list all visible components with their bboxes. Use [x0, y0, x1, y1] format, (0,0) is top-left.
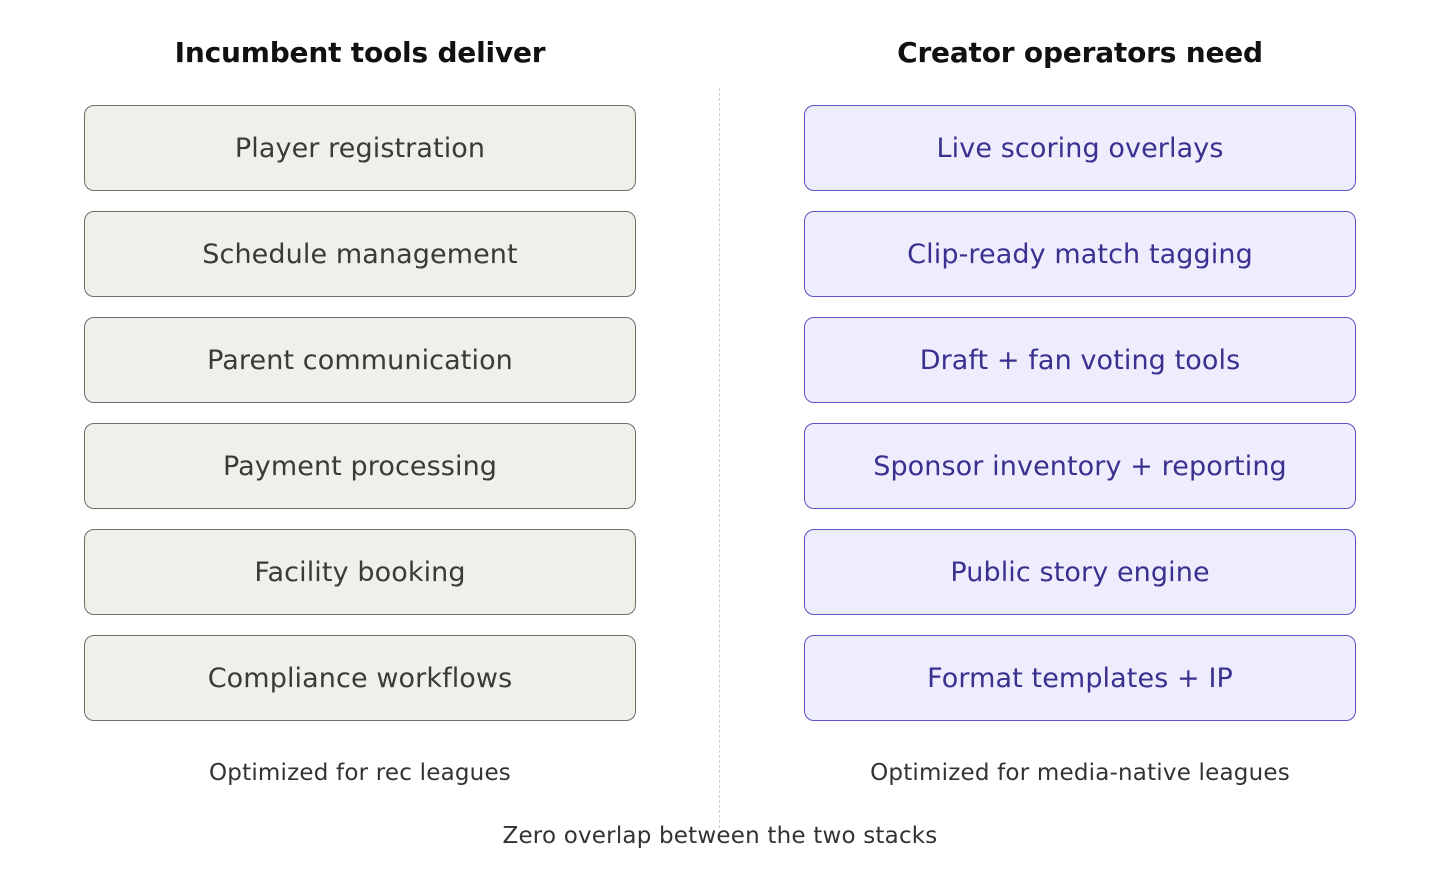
creator-column-title: Creator operators need: [897, 36, 1263, 69]
incumbent-feature-card: Compliance workflows: [84, 635, 636, 721]
incumbent-feature-card: Payment processing: [84, 423, 636, 509]
creator-feature-stack: Live scoring overlays Clip-ready match t…: [804, 105, 1356, 741]
creator-caption: Optimized for media-native leagues: [870, 760, 1290, 786]
incumbent-feature-card: Player registration: [84, 105, 636, 191]
creator-feature-card: Public story engine: [804, 529, 1356, 615]
column-divider: [719, 88, 720, 828]
incumbent-feature-stack: Player registration Schedule management …: [84, 105, 636, 741]
creator-feature-card: Draft + fan voting tools: [804, 317, 1356, 403]
creator-feature-card: Format templates + IP: [804, 635, 1356, 721]
creator-feature-card: Live scoring overlays: [804, 105, 1356, 191]
incumbent-feature-card: Schedule management: [84, 211, 636, 297]
creator-feature-card: Sponsor inventory + reporting: [804, 423, 1356, 509]
creator-feature-card: Clip-ready match tagging: [804, 211, 1356, 297]
incumbent-column-title: Incumbent tools deliver: [174, 36, 546, 69]
incumbent-caption: Optimized for rec leagues: [209, 760, 511, 786]
comparison-footer: Zero overlap between the two stacks: [502, 823, 938, 849]
incumbent-feature-card: Parent communication: [84, 317, 636, 403]
incumbent-feature-card: Facility booking: [84, 529, 636, 615]
